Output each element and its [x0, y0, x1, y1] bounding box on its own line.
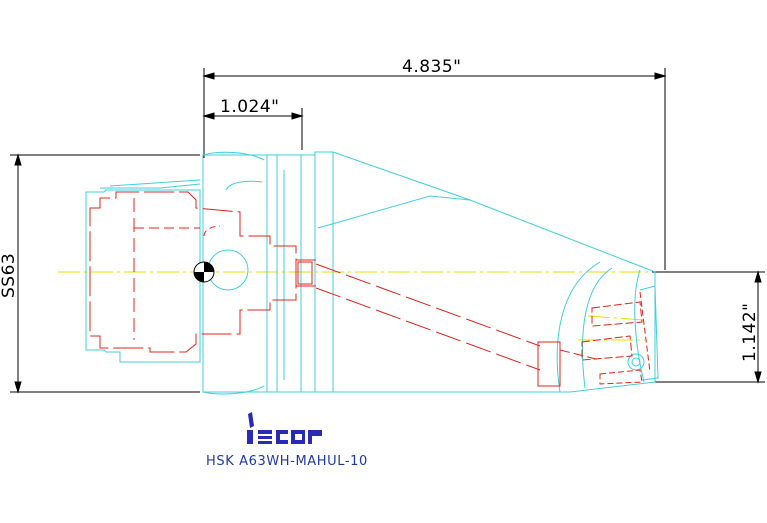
shank-length-label: 1.024" [220, 97, 280, 117]
tool-body-outline [85, 151, 659, 395]
overall-length-label: 4.835" [402, 57, 462, 77]
taper-size-label: SS63 [0, 253, 19, 298]
center-mark-icon [193, 261, 215, 283]
dimension-lines [10, 68, 765, 394]
part-number-label: HSK A63WH-MAHUL-10 [206, 454, 368, 469]
offset-label: 1.142" [740, 303, 760, 363]
hidden-lines [89, 191, 651, 387]
brand-logo-icon [247, 412, 322, 444]
centerline [58, 271, 652, 341]
